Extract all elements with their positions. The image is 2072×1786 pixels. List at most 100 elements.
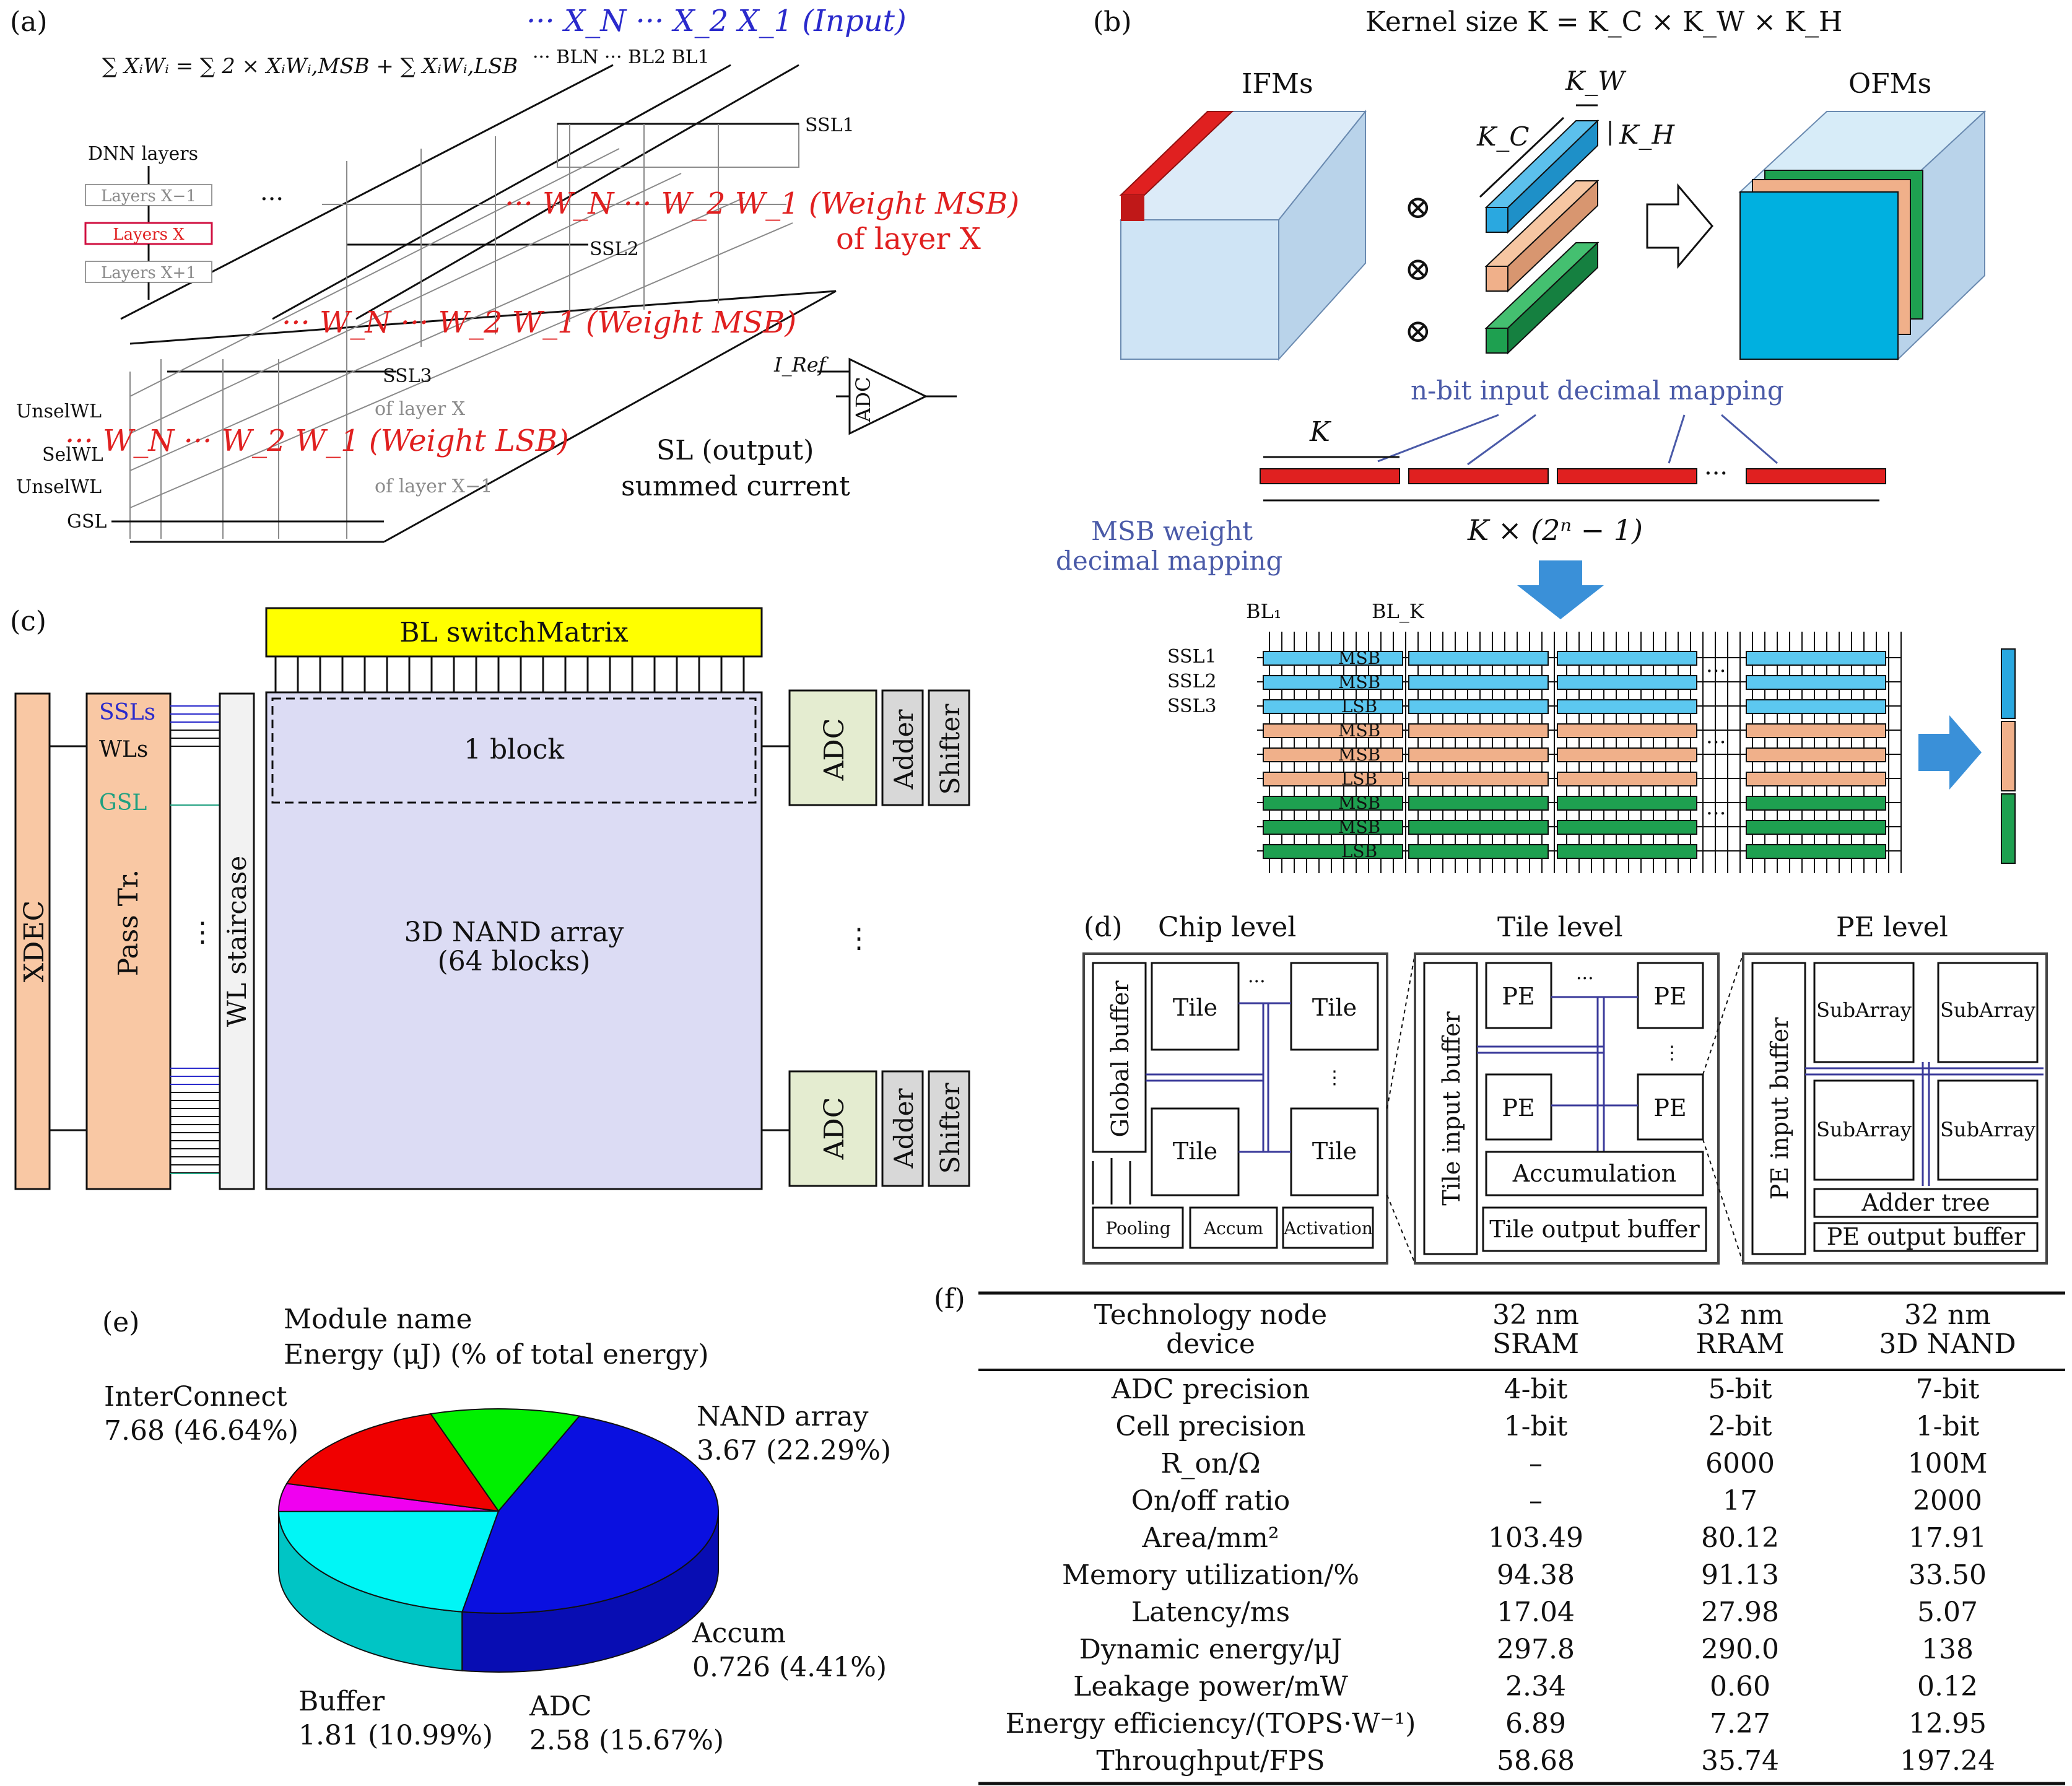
output-bar-blue: [2001, 648, 2016, 719]
shifter-block-top: [928, 689, 970, 806]
table-header-line2: device: [1166, 1328, 1255, 1360]
mapped-weight-cell: [1263, 699, 1403, 714]
row-significance-label: MSB: [1338, 648, 1380, 668]
mapped-ssl3-label: SSL3: [1167, 695, 1217, 717]
mapped-weight-cell: [1746, 651, 1886, 666]
switch-ticks: [274, 656, 745, 692]
panel-f-label: (f): [934, 1283, 965, 1315]
kernel-green: [1486, 328, 1508, 354]
pie-label-name: InterConnect: [104, 1381, 287, 1413]
pie-header-line1: Module name: [284, 1304, 472, 1335]
table-cell: 103.49: [1488, 1522, 1583, 1554]
mapped-weight-cell: [1746, 675, 1886, 690]
pie-slice-buffer: [429, 1408, 581, 1512]
input-labels: ··· X_N ··· X_2 X_1 (Input): [526, 4, 907, 38]
mapped-weight-cell: [1408, 675, 1549, 690]
kernel-orange: [1486, 266, 1508, 292]
mapping-arrows: [1377, 414, 1778, 466]
pe-bus: [1805, 1062, 2044, 1186]
adder-block-bottom: [881, 1070, 924, 1187]
row-significance-label: MSB: [1338, 672, 1380, 692]
mapped-weight-cell: [1557, 723, 1697, 738]
adc-vdots: ⋮: [845, 923, 873, 954]
subarray-2-label: SubArray: [1940, 998, 2035, 1022]
tile-input-buffer-label: Tile input buffer: [1438, 1011, 1465, 1205]
dnn-layers-title: DNN layers: [88, 143, 198, 165]
kh-label: K_H: [1619, 120, 1675, 150]
tile-pe-4-label: PE: [1653, 1094, 1686, 1122]
mapped-weight-cell: [1746, 723, 1886, 738]
chip-accum-label: Accum: [1203, 1218, 1263, 1239]
plane-ssl1: [557, 123, 799, 168]
kernel-size-title: Kernel size K = K_C × K_W × K_H: [1365, 6, 1842, 38]
ofms-label: OFMs: [1848, 68, 1931, 100]
activation-box: [1282, 1206, 1374, 1249]
ssl1-label: SSL1: [805, 115, 855, 136]
table-cell: 2000: [1913, 1485, 1982, 1517]
msb-weight-label: MSB weight: [1091, 516, 1253, 546]
bl-switch-matrix: [265, 607, 763, 658]
pass-wires: [170, 705, 220, 1174]
shifter-block-bottom: [928, 1070, 970, 1187]
pass-tr-label: Pass Tr.: [113, 869, 144, 977]
mapped-weight-cell: [1557, 844, 1697, 859]
array-ellipsis-2: ···: [1706, 730, 1726, 755]
mapped-weight-cell: [1557, 772, 1697, 786]
subarray-3-label: SubArray: [1816, 1118, 1912, 1141]
k-total-label: K × (2ⁿ − 1): [1467, 513, 1643, 547]
panel-b: (b) Kernel size K = K_C × K_W × K_H IFMs…: [1056, 6, 2016, 873]
wl-label-unsel-top: UnselWL: [16, 401, 102, 422]
tile-level-title: Tile level: [1497, 912, 1623, 943]
adc-block-bottom: [788, 1070, 877, 1187]
table-row-label: Area/mm²: [1142, 1522, 1279, 1554]
ofm-front-face: [1739, 191, 1899, 360]
table-cell: 12.95: [1909, 1708, 1987, 1740]
pie-label-value: 3.67 (22.29%): [697, 1435, 891, 1466]
ssl2-label: SSL2: [590, 238, 639, 260]
panel-d: (d) Chip level Tile level PE level Globa…: [1082, 912, 2048, 1265]
mapped-weight-cell: [1263, 723, 1403, 738]
panel-c-label: (c): [10, 606, 46, 637]
pooling-label: Pooling: [1105, 1218, 1170, 1239]
table-row-label: Leakage power/mW: [1073, 1671, 1349, 1702]
mapped-ssl2-label: SSL2: [1167, 671, 1217, 692]
convolve-symbol-3: ⊗: [1404, 313, 1432, 350]
ofm-arrow: [1646, 183, 1713, 269]
tile-bus: [1477, 996, 1638, 1152]
mapped-weight-cell: [1263, 747, 1403, 762]
chip-tile-2-label: Tile: [1312, 994, 1357, 1021]
adc-label: ADC: [851, 377, 875, 422]
table-row-label: R_on/Ω: [1160, 1448, 1260, 1479]
mapped-weight-cell: [1746, 796, 1886, 811]
subarray-1: [1813, 962, 1915, 1063]
table-row-label: On/off ratio: [1131, 1485, 1290, 1517]
output-arrow: [1918, 715, 1982, 790]
table-cell: 6000: [1705, 1448, 1775, 1479]
adc-block-top: [788, 689, 877, 806]
table-cell: –: [1529, 1485, 1543, 1517]
table-header-line1: 32 nm: [1697, 1299, 1783, 1331]
kernels: [1479, 104, 1611, 355]
weights-lsb: ··· W_N ··· W_2 W_1 (Weight LSB): [65, 424, 569, 458]
array-ellipsis-1: ···: [1706, 659, 1726, 684]
convolve-symbol-2: ⊗: [1404, 251, 1432, 288]
chip-tile-2: [1290, 962, 1379, 1051]
chip-tile-3-label: Tile: [1173, 1138, 1217, 1165]
energy-pie-chart: [277, 1408, 719, 1673]
mapped-weight-cell: [1408, 651, 1549, 666]
table-header-line2: RRAM: [1695, 1328, 1784, 1360]
layer-x-plus-1-box: [85, 261, 212, 283]
mapped-weight-cell: [1557, 747, 1697, 762]
bitline-1: [355, 64, 799, 320]
row-significance-label: MSB: [1338, 744, 1380, 765]
pe-output-buffer-label: PE output buffer: [1827, 1223, 2026, 1250]
adc-comparator: ADC I_Ref: [773, 353, 957, 435]
mapped-weight-cell: [1746, 699, 1886, 714]
decimal-mapping-label: decimal mapping: [1056, 546, 1282, 576]
pass-transistor-block: [85, 692, 172, 1190]
wl-label-unsel-bottom: UnselWL: [16, 476, 102, 498]
pie-label-value: 0.726 (4.41%): [692, 1652, 887, 1683]
pie-label-name: ADC: [529, 1691, 592, 1722]
